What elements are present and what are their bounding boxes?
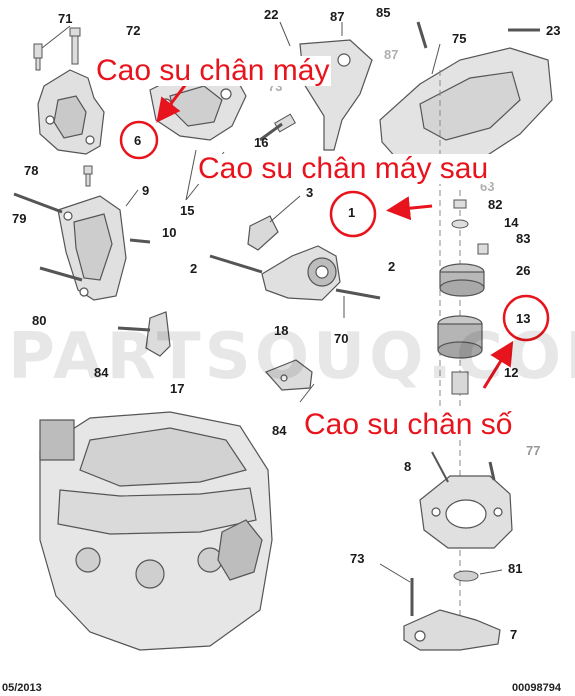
annotation-arrow-6 [156, 83, 188, 123]
washer-82 [453, 199, 467, 209]
bolt-84-left [117, 326, 151, 332]
nut-72 [69, 27, 81, 65]
bolt-2-right [335, 288, 381, 300]
bracket-8-arm [431, 451, 449, 483]
part-label-26: 26 [516, 263, 531, 278]
bracket-17 [145, 311, 171, 357]
part-label-16: 16 [254, 135, 269, 150]
part-label-78: 78 [24, 163, 39, 178]
bolt-77 [488, 461, 496, 481]
part-label-13: 13 [516, 311, 531, 326]
part-label-81: 81 [508, 561, 523, 576]
bracket-9 [57, 195, 127, 301]
bolt-80 [39, 266, 83, 282]
spacer-12 [451, 371, 469, 395]
part-label-72: 72 [126, 23, 141, 38]
leader-9 [125, 189, 139, 207]
leader-71 [41, 25, 71, 49]
annotation-engine-mount: Cao su chân máy [94, 54, 332, 87]
washer-14 [451, 219, 469, 229]
highlight-circle-6 [119, 120, 159, 160]
leader-22 [279, 21, 291, 47]
part-label-10: 10 [162, 225, 177, 240]
part-label-1: 1 [348, 205, 356, 220]
part-label-87: 87 [330, 9, 345, 24]
part-label-14: 14 [504, 215, 519, 230]
part-label-80: 80 [32, 313, 47, 328]
part-label-2-left: 2 [190, 261, 198, 276]
footer-ref: 00098794 [512, 682, 561, 694]
annotation-arrow-1 [386, 196, 433, 221]
watermark: PARTSOUQ.COM [8, 320, 575, 394]
part-label-18: 18 [274, 323, 289, 338]
leader-73-lower [379, 563, 411, 583]
rubber-ring-26 [439, 263, 485, 297]
washer-81 [453, 570, 479, 582]
part-label-6: 6 [134, 133, 142, 148]
lower-arm-7 [403, 609, 501, 651]
part-label-22: 22 [264, 7, 279, 22]
part-label-79: 79 [12, 211, 27, 226]
leader-3 [269, 195, 301, 223]
part-label-12: 12 [504, 365, 519, 380]
part-label-71: 71 [58, 11, 73, 26]
engine-block-illustration [39, 411, 273, 651]
bolt-16 [259, 113, 296, 142]
highlight-circle-1 [329, 190, 377, 238]
part-label-23: 23 [546, 23, 561, 38]
bolt-78 [83, 165, 93, 187]
annotation-rear-engine-mount: Cao su chân máy sau [196, 152, 491, 185]
gearbox-bracket-8 [419, 475, 513, 549]
bolt-10 [129, 238, 151, 244]
part-label-82: 82 [488, 197, 503, 212]
part-label-83: 83 [516, 231, 531, 246]
plate-3 [247, 215, 279, 251]
battery-tray-bracket [379, 47, 553, 171]
bolt-2-left [209, 254, 263, 274]
part-label-70: 70 [334, 331, 349, 346]
part-label-87-faded: 87 [384, 47, 399, 62]
annotation-gearbox-mount: Cao su chân số [302, 408, 515, 441]
part-label-77: 77 [526, 443, 541, 458]
part-label-85: 85 [376, 5, 391, 20]
part-label-73-lower: 73 [350, 551, 365, 566]
annotation-arrow-13 [482, 340, 514, 389]
part-label-84-left: 84 [94, 365, 109, 380]
part-label-84-right: 84 [272, 423, 287, 438]
highlight-circle-13 [502, 294, 550, 342]
leader-75 [431, 43, 441, 75]
engine-mount-6 [37, 69, 105, 155]
leader-84 [299, 383, 315, 403]
leader-81 [479, 569, 503, 575]
bracket-18 [264, 359, 313, 391]
bolt-79 [13, 192, 63, 214]
bolt-71 [33, 43, 43, 71]
bolt-85 [416, 21, 428, 49]
rear-engine-mount-1 [261, 245, 341, 301]
gearbox-mount-13 [437, 315, 483, 359]
part-label-3: 3 [306, 185, 314, 200]
part-label-2-right: 2 [388, 259, 396, 274]
part-label-9: 9 [142, 183, 150, 198]
part-label-17: 17 [170, 381, 185, 396]
part-label-75: 75 [452, 31, 467, 46]
part-label-15: 15 [180, 203, 195, 218]
part-label-8: 8 [404, 459, 412, 474]
footer-date: 05/2013 [2, 682, 42, 694]
part-label-7: 7 [510, 627, 518, 642]
bolt-83 [477, 243, 489, 255]
